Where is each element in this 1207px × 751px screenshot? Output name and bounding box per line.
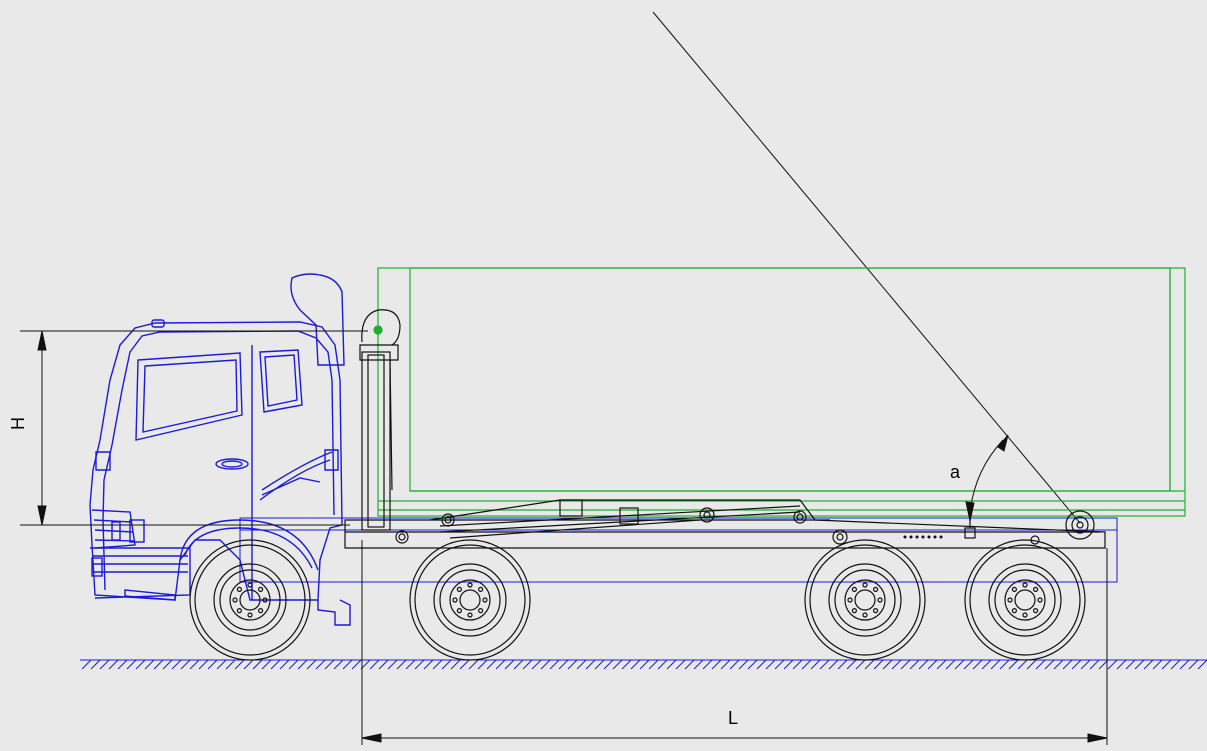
angle-dimension: [965, 434, 1009, 522]
length-label: L: [728, 708, 738, 728]
ground-hatching: [81, 659, 1207, 670]
wheels: [189, 539, 1086, 661]
height-dimension: [20, 330, 368, 526]
wheel-2: [409, 539, 531, 661]
truck-cab: [89, 273, 351, 626]
angle-label: a: [950, 462, 961, 482]
wheel-1: [189, 539, 311, 661]
height-label: H: [8, 417, 28, 430]
hook-arm: [344, 309, 1106, 549]
length-dimension: [361, 540, 1108, 745]
container: [377, 267, 1186, 517]
wheel-4: [964, 539, 1086, 661]
pin-row: [903, 535, 943, 539]
ground-line: [80, 659, 1207, 670]
wheel-3: [804, 539, 926, 661]
